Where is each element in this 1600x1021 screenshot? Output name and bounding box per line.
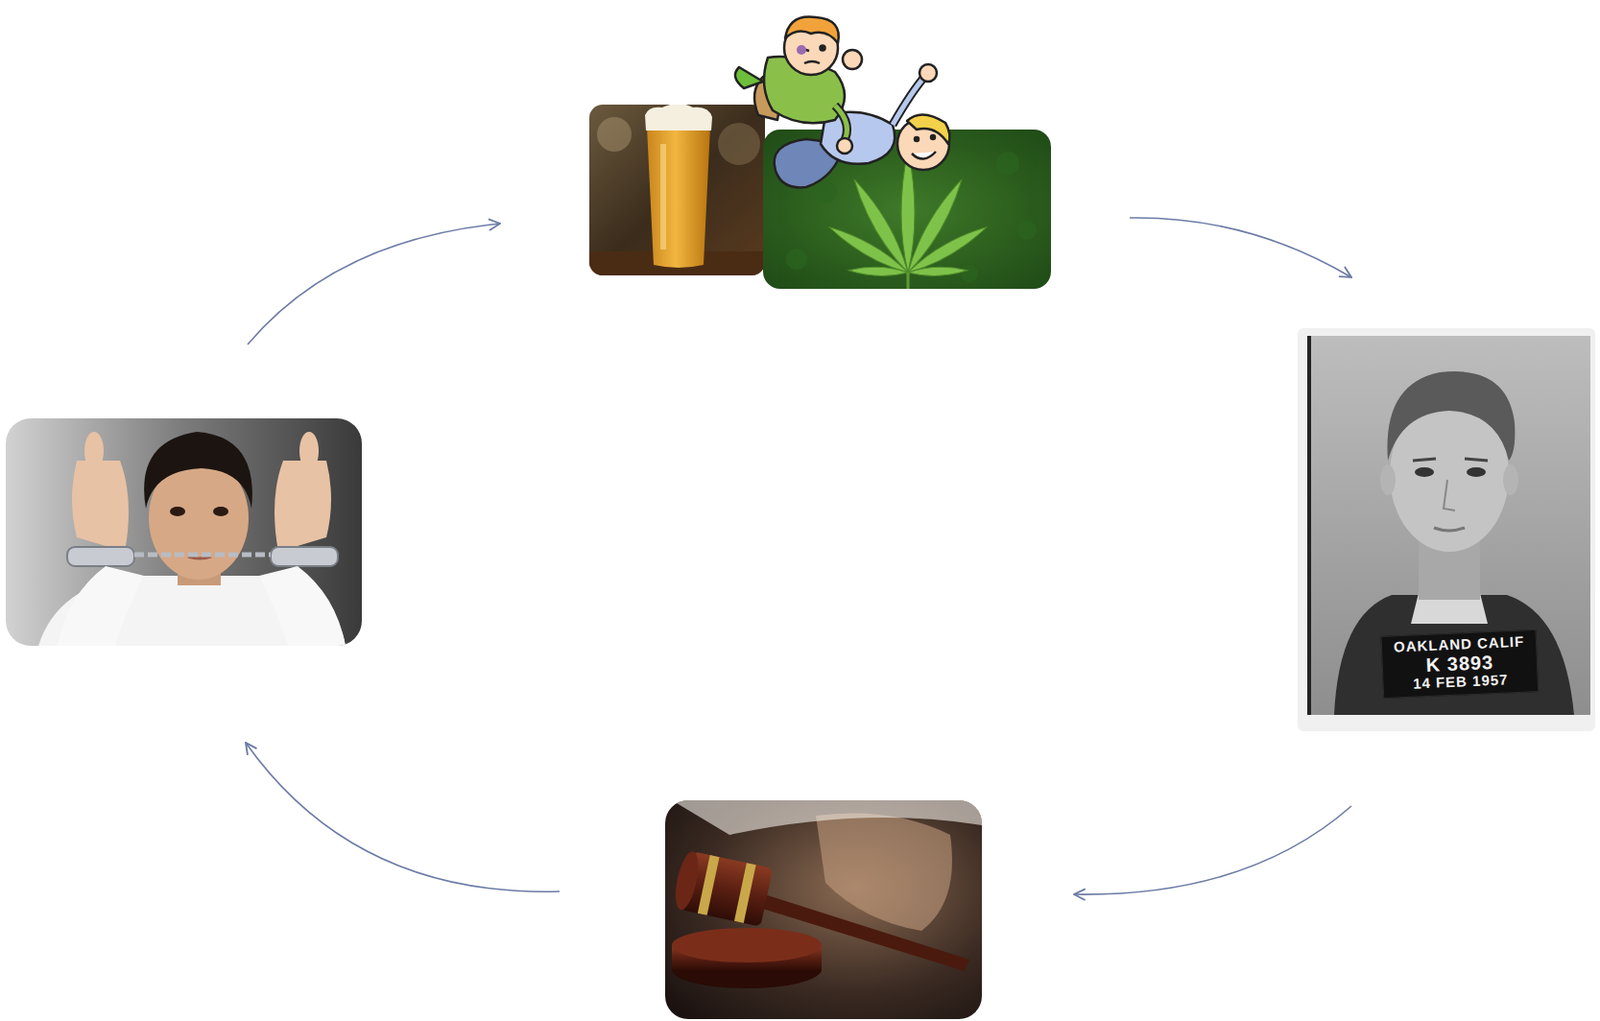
placard-text: K 3893 [1425,651,1494,676]
cycle-arrow [245,217,1352,895]
mugshot-placard: OAKLAND CALIFK 389314 FEB 1957 [1380,629,1539,699]
photo-frame [1297,328,1596,732]
placard-text: 14 FEB 1957 [1412,672,1509,693]
handcuffed-boy-photo [5,418,362,646]
fighting-kids-cartoon [735,16,950,188]
beer-photo [589,104,765,276]
mugshot-photo [1307,335,1591,716]
gavel-photo [665,800,982,1020]
